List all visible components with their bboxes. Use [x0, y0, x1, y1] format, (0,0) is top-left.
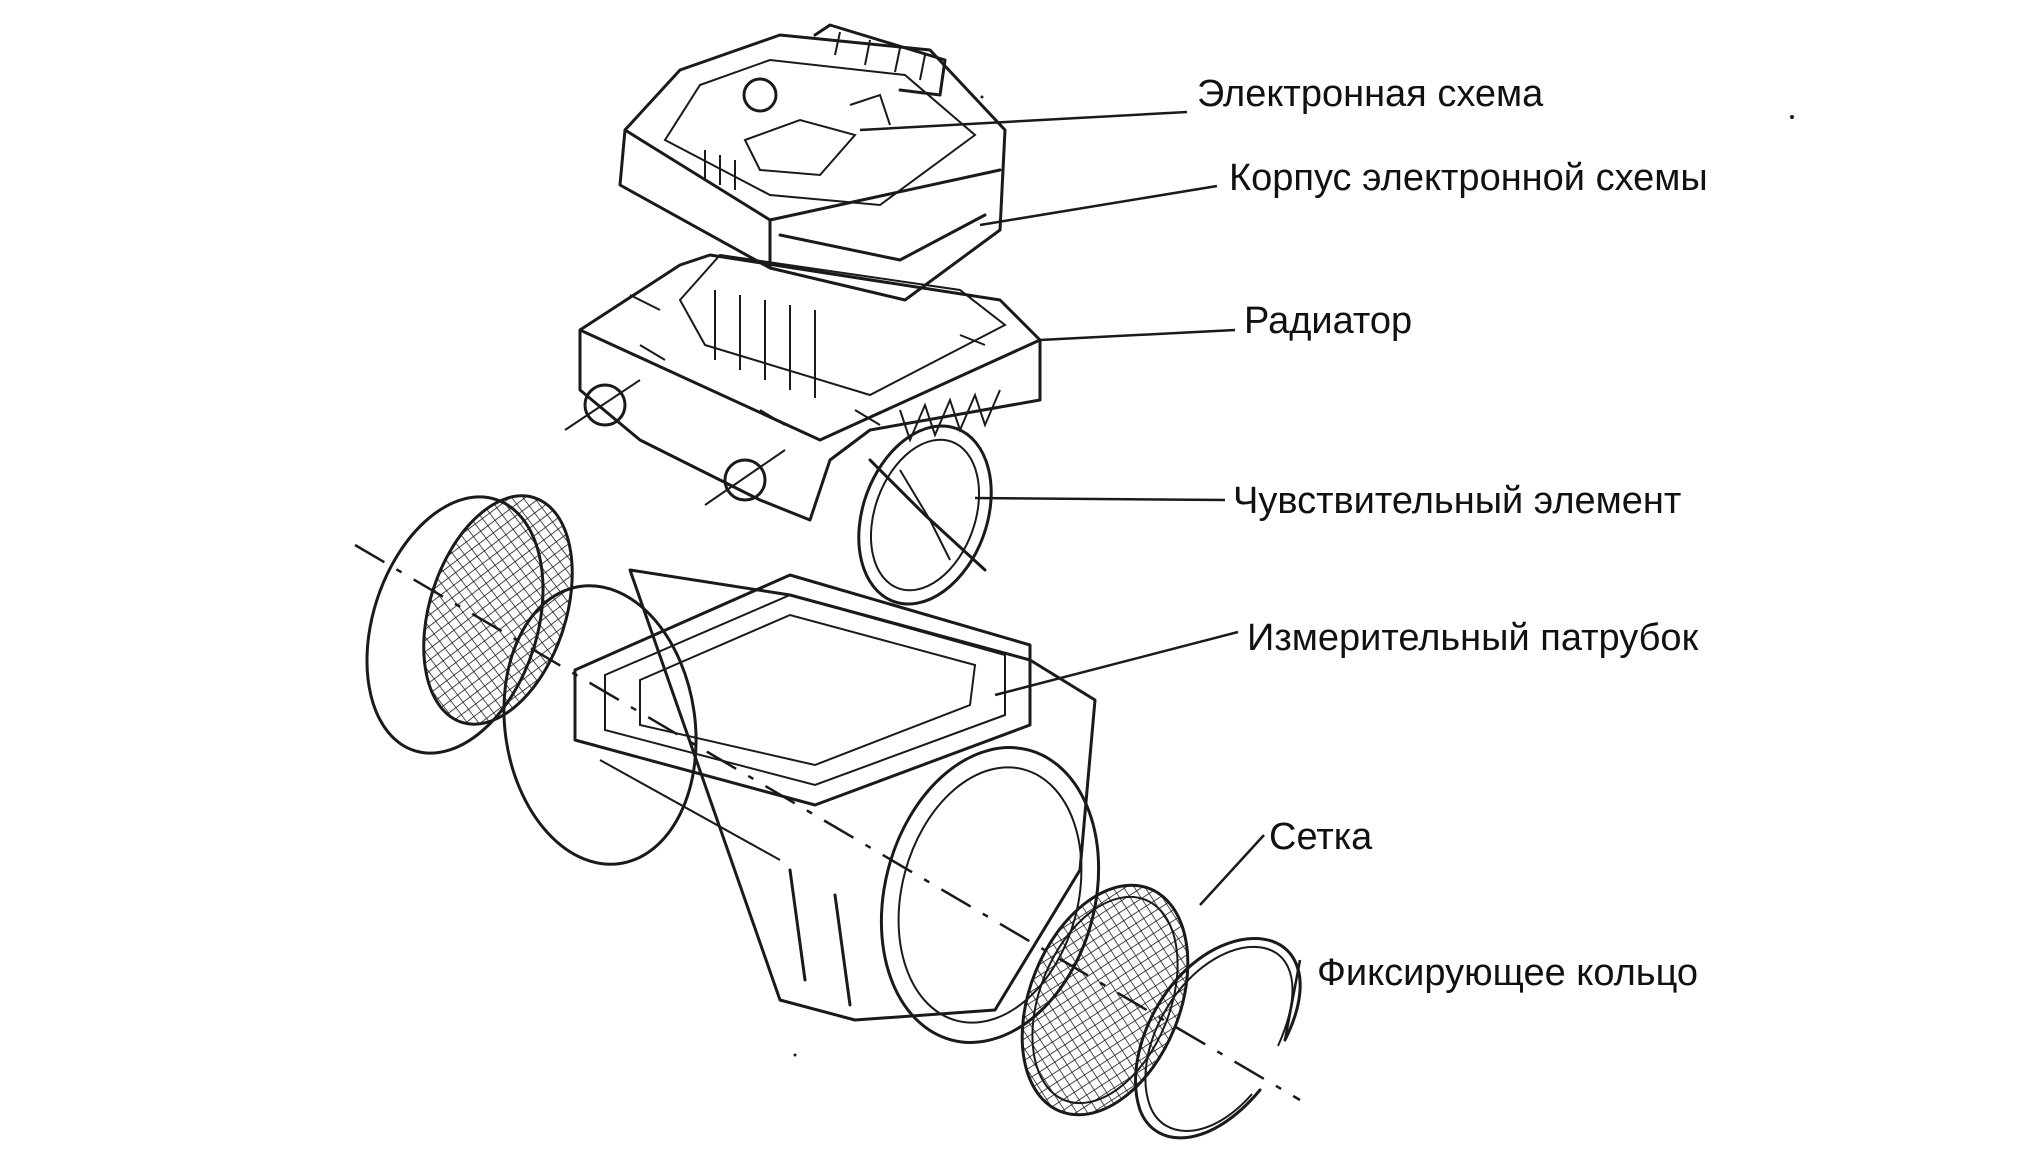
label-radiator: Радиатор [1244, 300, 1413, 342]
label-electronic-circuit: Электронная схема [1197, 73, 1544, 115]
leader-lines [859, 110, 1302, 1041]
sensing-element [857, 424, 993, 606]
center-axis [354, 543, 1301, 1102]
label-circuit-housing: Корпус электронной схемы [1229, 157, 1708, 199]
label-mesh: Сетка [1269, 816, 1373, 858]
electronic-circuit-housing [618, 23, 1007, 302]
label-measuring-tube: Измерительный патрубок [1247, 617, 1699, 659]
retaining-ring [1134, 937, 1302, 1140]
mesh [1020, 883, 1190, 1117]
left-mesh-and-ring [365, 494, 574, 755]
radiator [564, 253, 1042, 522]
label-sensing-element: Чувствительный элемент [1233, 480, 1682, 522]
scan-specks [793, 95, 1794, 1057]
label-retaining-ring: Фиксирующее кольцо [1317, 952, 1699, 994]
